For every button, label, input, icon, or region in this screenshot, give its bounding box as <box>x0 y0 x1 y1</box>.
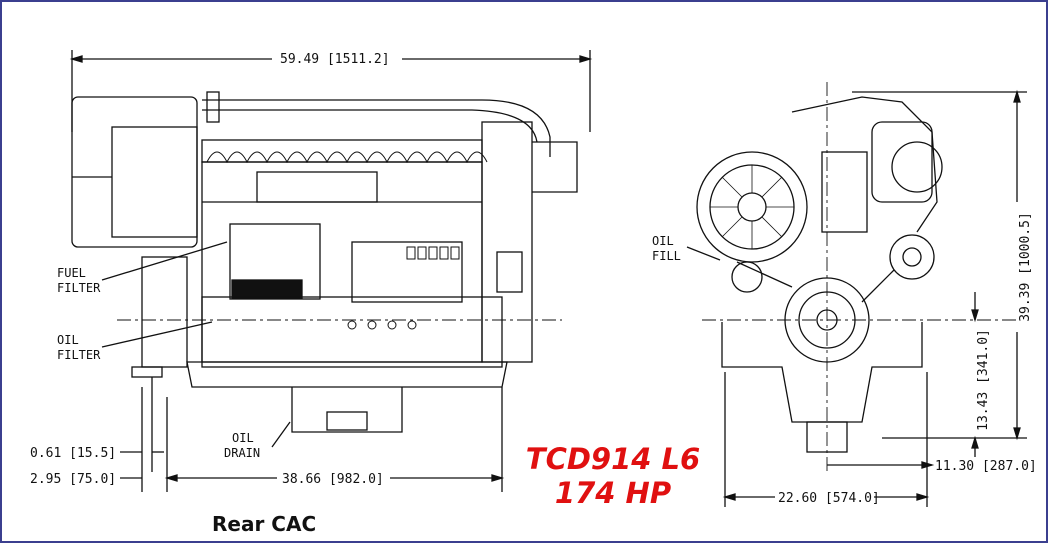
label-oil-drain-1: OIL <box>232 431 254 445</box>
model-power: 174 HP <box>554 476 672 510</box>
dim-front-offset-small: 0.61 [15.5] <box>30 446 116 461</box>
label-oil-drain-2: DRAIN <box>224 446 260 460</box>
model-name: TCD914 L6 <box>525 442 701 476</box>
dim-half-width: 11.30 [287.0] <box>935 459 1037 474</box>
model-title: TCD914 L6 174 HP <box>488 442 738 510</box>
side-view-engine <box>69 50 593 492</box>
dim-width: 22.60 [574.0] <box>778 491 880 506</box>
dim-crank-height: 13.43 [341.0] <box>976 329 991 431</box>
label-oil-fill-2: FILL <box>652 249 681 263</box>
view-caption: Rear CAC <box>212 512 317 536</box>
front-view-engine <box>686 82 1027 507</box>
dim-front-offset: 2.95 [75.0] <box>30 472 116 487</box>
dim-height: 39.39 [1000.5] <box>1018 212 1033 322</box>
label-fuel-filter-1: FUEL <box>57 266 86 280</box>
dim-base-length: 38.66 [982.0] <box>282 472 384 487</box>
dim-overall-length: 59.49 [1511.2] <box>280 52 390 67</box>
label-oil-fill-1: OIL <box>652 234 674 248</box>
label-oil-filter-1: OIL <box>57 333 79 347</box>
label-oil-filter-2: FILTER <box>57 348 101 362</box>
label-fuel-filter-2: FILTER <box>57 281 101 295</box>
